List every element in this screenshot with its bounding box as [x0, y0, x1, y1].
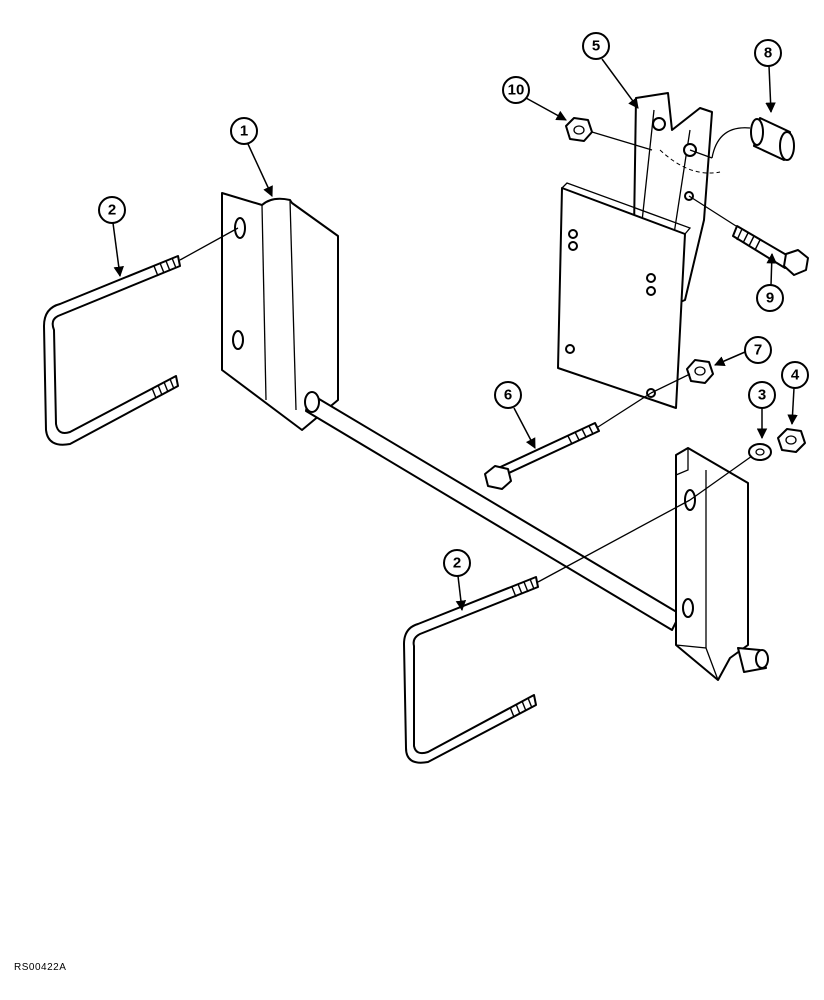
callout-6: 6	[494, 381, 536, 449]
callout-1-label: 1	[240, 123, 248, 140]
callout-7: 7	[714, 336, 772, 367]
figure-reference-code: RS00422A	[14, 962, 67, 973]
washer-part-3	[748, 443, 772, 461]
nut-part-4	[777, 428, 806, 453]
callout-4-label: 4	[791, 367, 800, 384]
callout-9: 9	[756, 252, 784, 312]
callout-8: 8	[754, 39, 782, 114]
callout-9-label: 9	[766, 290, 774, 307]
callout-5-label: 5	[592, 38, 600, 55]
callout-10-label: 10	[508, 82, 525, 99]
nut-part-7	[686, 359, 714, 384]
u-bolt-upper	[43, 255, 181, 446]
nut-part-10	[565, 117, 593, 142]
callout-8-label: 8	[764, 45, 772, 62]
callout-2a-label: 2	[108, 202, 116, 219]
callout-1: 1	[230, 117, 273, 197]
bolt-part-9	[732, 225, 809, 276]
bolt-part-6	[484, 422, 600, 490]
alignment-lines	[179, 131, 753, 583]
callout-2a: 2	[98, 196, 126, 278]
callout-2b-label: 2	[453, 555, 461, 572]
callout-10: 10	[502, 76, 567, 121]
u-bolt-lower	[403, 576, 539, 764]
left-bracket	[221, 192, 339, 431]
callout-5: 5	[582, 32, 639, 109]
callout-2b: 2	[443, 549, 471, 612]
callout-6-label: 6	[504, 387, 512, 404]
right-bracket	[675, 447, 769, 681]
callout-3: 3	[748, 381, 776, 440]
pivot-mount-plate	[557, 92, 713, 409]
callout-7-label: 7	[754, 342, 762, 359]
callout-4: 4	[781, 361, 809, 426]
spacer-bushing	[711, 117, 795, 161]
cross-shaft	[304, 391, 681, 631]
callout-3-label: 3	[758, 387, 766, 404]
